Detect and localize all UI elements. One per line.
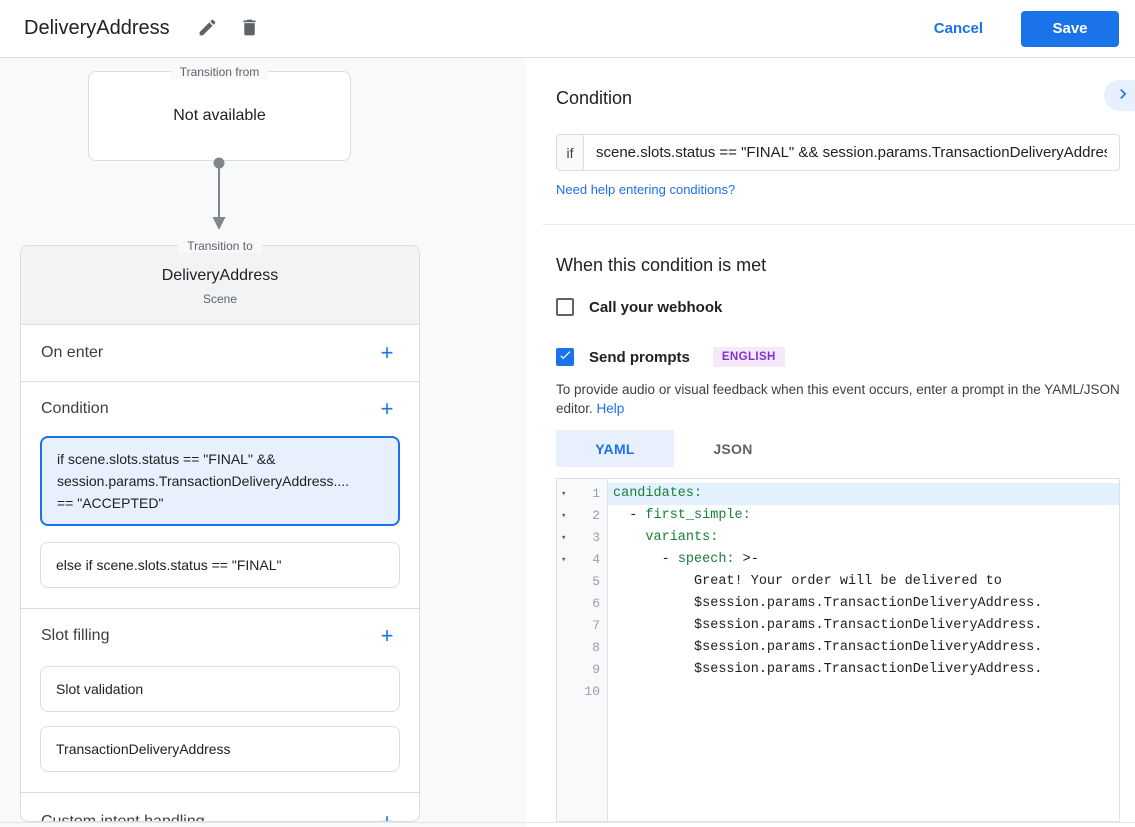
- slot-validation-card[interactable]: Slot validation: [40, 666, 400, 712]
- add-slot-button[interactable]: +: [375, 624, 399, 648]
- editor-gutter: ▾1 ▾2 ▾3 ▾4 5 6 7 8 9 10: [557, 479, 608, 821]
- send-prompts-row: Send prompts ENGLISH: [556, 347, 785, 367]
- on-enter-label: On enter: [41, 344, 104, 361]
- code-line: variants:: [645, 530, 719, 545]
- transition-from-box: Not available: [88, 71, 351, 161]
- webhook-checkbox[interactable]: [556, 298, 574, 316]
- app-header: DeliveryAddress Cancel Save: [0, 0, 1135, 58]
- yaml-editor: ▾1 ▾2 ▾3 ▾4 5 6 7 8 9 10 candidates: - f…: [556, 478, 1120, 822]
- page-bottom-divider: [0, 822, 1135, 823]
- gutter-row: 8: [592, 640, 600, 655]
- gutter-row: ▾3: [557, 527, 607, 549]
- when-met-heading: When this condition is met: [556, 255, 767, 275]
- section-divider: [543, 224, 1135, 225]
- condition-card-selected[interactable]: if scene.slots.status == "FINAL" && sess…: [40, 436, 400, 526]
- trash-icon: [239, 17, 260, 41]
- slot-filling-section: Slot filling + Slot validation Transacti…: [21, 609, 419, 793]
- custom-intent-row: Custom intent handling +: [21, 793, 419, 822]
- add-custom-intent-button[interactable]: +: [375, 808, 399, 822]
- gutter-row: ▾2: [557, 505, 607, 527]
- slot-filling-label: Slot filling: [41, 627, 110, 644]
- code-line: $session.params.TransactionDeliveryAddre…: [613, 618, 1043, 633]
- if-prefix-label: if: [556, 134, 584, 171]
- scene-card: DeliveryAddress Scene On enter + Conditi…: [20, 245, 420, 822]
- prompt-hint-line1: To provide audio or visual feedback when…: [556, 382, 1120, 397]
- gutter-row: 7: [592, 618, 600, 633]
- condition-heading: Condition: [556, 88, 633, 108]
- slot-name-card[interactable]: TransactionDeliveryAddress: [40, 726, 400, 772]
- fold-icon[interactable]: ▾: [561, 555, 567, 565]
- code-line: - first_simple:: [613, 508, 751, 523]
- custom-intent-label: Custom intent handling: [41, 812, 205, 822]
- webhook-row: Call your webhook: [556, 298, 722, 316]
- add-on-enter-button[interactable]: +: [375, 341, 399, 365]
- condition-help-link[interactable]: Need help entering conditions?: [556, 182, 736, 197]
- edit-button[interactable]: [196, 17, 220, 41]
- condition-label: Condition: [41, 400, 109, 417]
- transition-arrow: [206, 154, 232, 241]
- on-enter-row: On enter +: [21, 325, 419, 382]
- gutter-row: 9: [592, 662, 600, 677]
- transition-from-value: Not available: [173, 107, 266, 124]
- code-area[interactable]: candidates: - first_simple: variants: - …: [608, 479, 1119, 821]
- send-prompts-label: Send prompts: [589, 348, 690, 366]
- prompt-hint-line2: editor.: [556, 401, 593, 416]
- main-area: Transition from Not available Transition…: [0, 58, 1135, 827]
- scene-name: DeliveryAddress: [161, 267, 279, 284]
- fold-icon[interactable]: ▾: [561, 511, 567, 521]
- prompt-hint: To provide audio or visual feedback when…: [556, 380, 1131, 418]
- add-condition-button[interactable]: +: [375, 397, 399, 421]
- gutter-row: 10: [584, 684, 600, 699]
- editor-tabs: YAML JSON: [556, 430, 792, 467]
- transition-from-legend: Transition from: [88, 63, 351, 81]
- condition-section: Condition + if scene.slots.status == "FI…: [21, 382, 419, 609]
- check-icon: [558, 348, 572, 367]
- condition-expression-input[interactable]: [584, 134, 1120, 171]
- prompt-help-link[interactable]: Help: [596, 401, 625, 416]
- chevron-right-icon: [1113, 84, 1133, 107]
- cancel-button[interactable]: Cancel: [933, 20, 983, 37]
- transition-to-legend: Transition to: [20, 237, 420, 255]
- condition-section-head: Condition +: [21, 382, 419, 436]
- gutter-row: 5: [592, 574, 600, 589]
- slot-filling-head: Slot filling +: [21, 609, 419, 663]
- scene-type: Scene: [202, 292, 238, 306]
- plus-icon: +: [380, 623, 394, 648]
- code-line: $session.params.TransactionDeliveryAddre…: [613, 662, 1043, 677]
- collapse-panel-button[interactable]: [1104, 80, 1135, 111]
- condition-detail-panel: Condition if Need help entering conditio…: [527, 58, 1135, 827]
- gutter-row: ▾4: [557, 549, 607, 571]
- webhook-label: Call your webhook: [589, 298, 723, 316]
- flow-panel: Transition from Not available Transition…: [0, 58, 527, 827]
- fold-icon[interactable]: ▾: [561, 489, 567, 499]
- tab-json[interactable]: JSON: [674, 430, 792, 467]
- code-line: Great! Your order will be delivered to: [613, 574, 1002, 589]
- plus-icon: +: [380, 808, 394, 822]
- code-line: $session.params.TransactionDeliveryAddre…: [613, 640, 1043, 655]
- condition-expression-row: if: [556, 134, 1120, 171]
- code-line: $session.params.TransactionDeliveryAddre…: [613, 596, 1043, 611]
- fold-icon[interactable]: ▾: [561, 533, 567, 543]
- page-title: DeliveryAddress: [24, 17, 170, 39]
- delete-button[interactable]: [238, 17, 262, 41]
- plus-icon: +: [380, 340, 394, 365]
- condition-card-else[interactable]: else if scene.slots.status == "FINAL": [40, 542, 400, 588]
- code-line: candidates:: [608, 483, 1119, 505]
- tab-yaml[interactable]: YAML: [556, 430, 674, 467]
- code-line: [608, 681, 1119, 703]
- language-badge: ENGLISH: [712, 347, 785, 367]
- send-prompts-checkbox[interactable]: [556, 348, 574, 366]
- code-line: - speech: >-: [613, 552, 759, 567]
- pencil-icon: [197, 17, 218, 41]
- scene-card-header: DeliveryAddress Scene: [21, 246, 419, 325]
- gutter-row: 6: [592, 596, 600, 611]
- gutter-row: ▾1: [557, 483, 607, 505]
- save-button[interactable]: Save: [1021, 10, 1119, 47]
- plus-icon: +: [380, 396, 394, 421]
